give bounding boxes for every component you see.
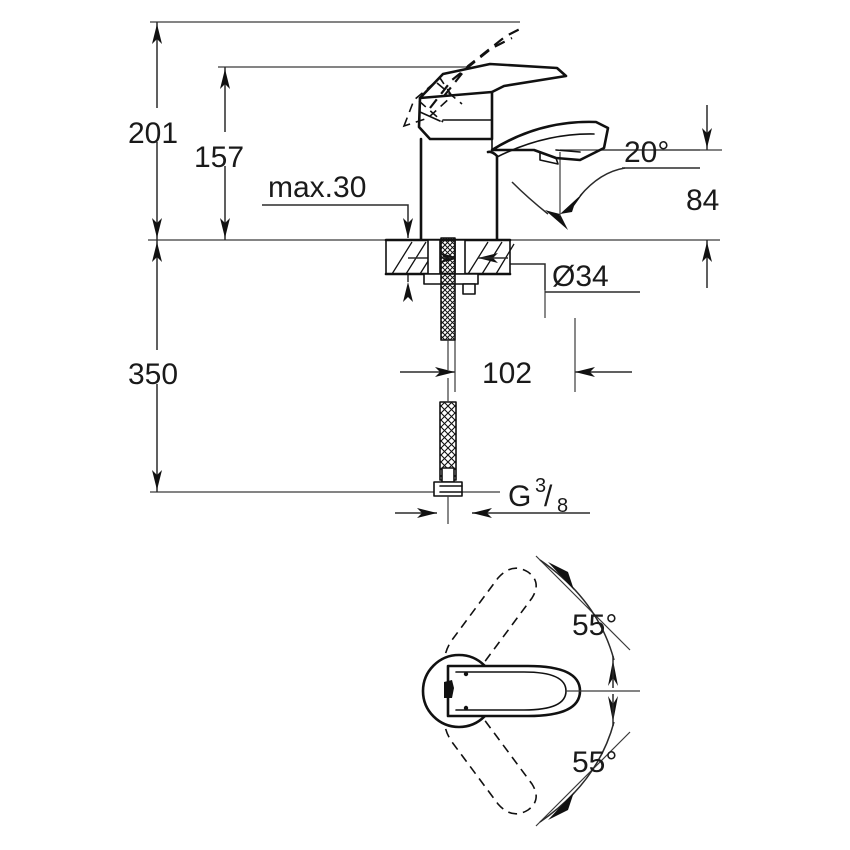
dimension-label-thread-g: G (508, 480, 531, 513)
dimension-157: 157 (192, 67, 262, 240)
handle-lever (417, 62, 568, 141)
lever-plan-view: 55° 55° (421, 555, 640, 827)
threaded-shank-upper (440, 237, 456, 370)
handle-open-position-ghost (402, 27, 523, 128)
dimension-label-350: 350 (128, 358, 178, 391)
dimension-diameter-34: Ø34 (498, 260, 640, 318)
spout (490, 120, 610, 165)
dimension-label-201: 201 (128, 117, 178, 150)
faucet-elevation-view (384, 27, 610, 524)
dimension-label-thread-numerator: 3 (535, 475, 546, 497)
dimension-55-degrees-down: 55° (535, 694, 631, 827)
dimension-102: 102 (400, 318, 632, 392)
dimension-label-thread-slash: / (544, 480, 553, 513)
dimension-label-55-down: 55° (572, 746, 617, 779)
dimension-201: 201 (126, 22, 194, 240)
dimension-thread-g38: G 3 / 8 (395, 475, 590, 518)
dimension-20-degrees: 20° (511, 136, 700, 230)
dimension-max30: max.30 (262, 171, 413, 302)
dimension-label-84: 84 (686, 184, 719, 217)
dimension-label-157: 157 (194, 141, 244, 174)
flexible-hose-lower (433, 378, 463, 524)
faucet-body (419, 137, 499, 242)
dimension-label-55-up: 55° (572, 609, 617, 642)
lever-neutral (421, 653, 582, 729)
dimension-label-thread-denominator: 8 (557, 495, 568, 517)
dimension-label-max30: max.30 (268, 171, 366, 204)
dimension-84: 84 (686, 105, 719, 288)
dimension-label-20-degrees: 20° (624, 136, 669, 169)
dimension-label-diameter-34: Ø34 (552, 260, 609, 293)
dimension-350: 350 (126, 240, 198, 492)
dimension-label-102: 102 (482, 357, 532, 390)
dimension-55-degrees-up: 55° (535, 555, 631, 688)
